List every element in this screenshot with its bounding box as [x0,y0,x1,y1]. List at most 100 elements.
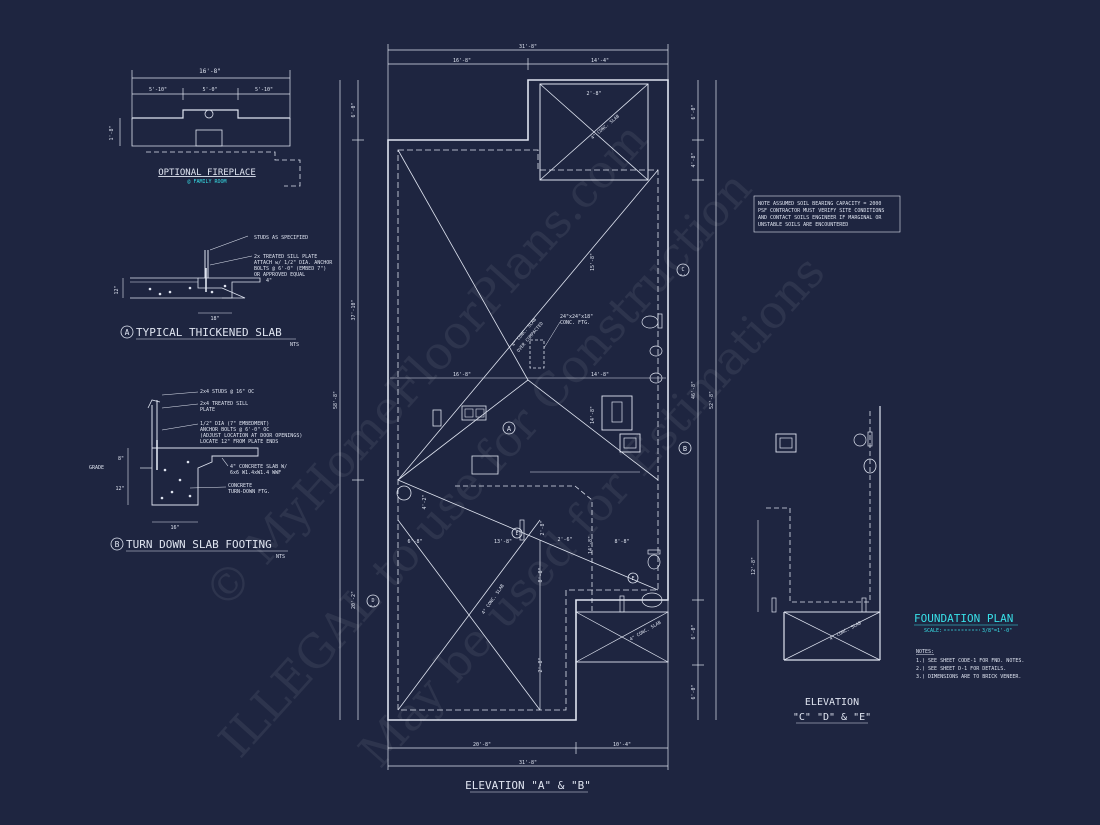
detail-b-note-plate2: PLATE [200,407,215,413]
plan-dim-top-right: 14'-4" [591,58,609,64]
plan-marker-c: C [681,267,684,273]
soil-note-line4: UNSTABLE SOILS ARE ENCOUNTERED [758,222,848,228]
plan-dim-mid-left: 16'-8" [453,372,471,378]
elevation-cde-slab: 4" CONC. SLAB [829,620,863,642]
foundation-note-2: 2.) SEE SHEET D-1 FOR DETAILS. [916,666,1006,672]
detail-a-note-plate: 2x TREATED SILL PLATE [254,254,317,260]
plan-marker-d-ref: D-1 [370,604,376,608]
conc-ftg-line1: 24"x24"x18" [560,314,593,320]
foundation-scale-label: SCALE: [924,628,942,634]
plan-marker-e2: E [631,576,634,582]
plan-dim-c: 8'-8" [614,539,629,545]
watermark: © MyHomeFloorPlans.com ILLEGAL to use fo… [193,112,835,778]
detail-b-note-ftg1: CONCRETE [228,483,252,489]
foundation-note-1: 1.) SEE SHEET CODE-1 FOR FND. NOTES. [916,658,1024,664]
plan-dim-b: 13'-8" [494,539,512,545]
fireplace-dim-left: 5'-10" [149,87,167,93]
fireplace-dim-depth: 1'-8" [109,125,115,140]
detail-b-note-anchor1: 1/2" DIA (7" EMBEDMENT) [200,421,269,427]
plan-dim-right-c: 6'-0" [691,684,697,699]
plan-dim-right-top: 6'-0" [691,104,697,119]
plan-dim-j: 2'-6" [557,537,572,543]
plan-dim-top-left: 16'-8" [453,58,471,64]
plan-dim-a: 6'-8" [407,539,422,545]
fireplace-dim-right: 5'-10" [255,87,273,93]
elevation-cde-dim: 12'-8" [751,557,757,575]
conc-ftg-line2: CONC. FTG. [560,320,590,326]
plan-marker-b: B [683,445,687,453]
plan-dim-right-b: 6'-0" [691,624,697,639]
detail-b-marker: B [115,540,120,549]
detail-a-scale: NTS [290,342,299,348]
foundation-notes-title: NOTES: [916,649,934,655]
detail-a-note-bolts: BOLTS @ 6'-0" (EMBED 7") [254,266,326,272]
plan-dim-porch: 2'-8" [586,91,601,97]
detail-b-title: TURN DOWN SLAB FOOTING [126,538,272,551]
plan-marker-a: A [507,425,512,433]
detail-a-dim-slab: 4" [266,278,272,284]
soil-note: NOTE ASSUMED SOIL BEARING CAPACITY = 200… [753,195,901,233]
plan-dim-bottom-left: 20'-8" [473,742,491,748]
plan-marker-e: E [515,531,518,537]
plan-dim-left-upper: 37'-10" [351,299,357,320]
detail-b-dim-grade: 8" [118,456,124,462]
detail-a-thickened-slab: STUDS AS SPECIFIED 2x TREATED SILL PLATE… [114,235,333,348]
detail-b-grade: GRADE [89,465,104,471]
plan-dim-f: 2'-8" [538,657,544,672]
elevation-ab-label: ELEVATION "A" & "B" [465,779,591,792]
detail-b-dim-depth: 12" [115,486,124,492]
plan-dim-top-total: 31'-8" [519,44,537,50]
elevation-cde-title1: ELEVATION [805,697,859,708]
detail-a-dim-depth: 12" [114,285,120,294]
plan-dim-mid-right: 14'-8" [591,372,609,378]
soil-note-line1: NOTE ASSUMED SOIL BEARING CAPACITY = 200… [758,201,881,207]
detail-b-dim-width: 16" [170,525,179,531]
detail-b-turndown-footing: 2x4 STUDS @ 16" OC 2x4 TREATED SILL PLAT… [89,389,302,560]
plan-dim-left-lower: 20'-2" [351,591,357,609]
detail-a-note-equal: OR APPROVED EQUAL [254,272,305,278]
plan-marker-d: D [371,598,374,604]
plan-dim-d: 4'-2" [422,494,428,509]
plan-dim-e: 2'-8" [540,520,546,535]
fireplace-detail: 16'-8" 5'-10" 5'-0" 5'-10" 1'-8" OPTIONA… [109,68,301,187]
watermark-line2: ILLEGAL to use for Construction [208,161,762,768]
detail-a-title: TYPICAL THICKENED SLAB [136,326,282,339]
detail-a-note-anchor: ATTACH w/ 1/2" DIA. ANCHOR [254,260,333,266]
plan-dim-g: 14'-8" [588,536,594,554]
detail-b-note-anchor4: LOCATE 12" FROM PLATE ENDS [200,439,278,445]
detail-b-note-slab1: 4" CONCRETE SLAB W/ [230,464,287,470]
foundation-title: FOUNDATION PLAN [914,612,1013,625]
detail-a-dim-width: 18" [210,316,219,322]
detail-b-note-slab2: 6x6 W1.4xW1.4 WWF [230,470,281,476]
plan-dim-left-top: 6'-0" [351,102,357,117]
foundation-note-3: 3.) DIMENSIONS ARE TO BRICK VENEER. [916,674,1021,680]
plan-dim-bottom-right: 10'-4" [613,742,631,748]
plan-dim-left-total: 58'-8" [333,391,339,409]
detail-b-note-anchor3: (ADJUST LOCATION AT DOOR OPENINGS) [200,433,302,439]
plan-dim-h: 15'-8" [590,253,596,271]
detail-a-note-studs: STUDS AS SPECIFIED [254,235,308,241]
plan-dim-i: 14'-8" [590,406,596,424]
detail-b-note-ftg2: TURN-DOWN FTG. [228,489,270,495]
detail-b-note-anchor2: ANCHOR BOLTS @ 6'-0" OC [200,427,269,433]
garage-slab-note: 4" CONC. SLAB [629,620,663,643]
soil-note-line2: PSF CONTRACTOR MUST VERIFY SITE CONDITIO… [758,208,884,214]
foundation-title-block: FOUNDATION PLAN SCALE: 3/8"=1'-0" NOTES:… [914,612,1024,680]
fireplace-dim-mid: 5'-0" [202,87,217,93]
detail-b-note-studs: 2x4 STUDS @ 16" OC [200,389,254,395]
plan-dim-right-a: 4'-8" [691,152,697,167]
fireplace-dim-total: 16'-8" [199,68,221,75]
fireplace-title: OPTIONAL FIREPLACE [158,168,256,178]
plan-marker-c-ref: D-1 [680,273,686,277]
main-foundation-plan: 31'-8" 16'-8" 14'-4" 58'-8" 37'-10" 20'-… [333,44,717,793]
detail-b-scale: NTS [276,554,285,560]
plan-dim-bottom-total: 31'-8" [519,760,537,766]
foundation-scale-value: 3/8"=1'-0" [982,628,1012,634]
plan-dim-f2: 8'-8" [538,567,544,582]
detail-a-marker: A [125,328,130,337]
fireplace-subtitle: @ FAMILY ROOM [187,179,226,185]
detail-b-note-plate1: 2x4 TREATED SILL [200,401,248,407]
plan-dim-right-mid: 46'-8" [691,381,697,399]
